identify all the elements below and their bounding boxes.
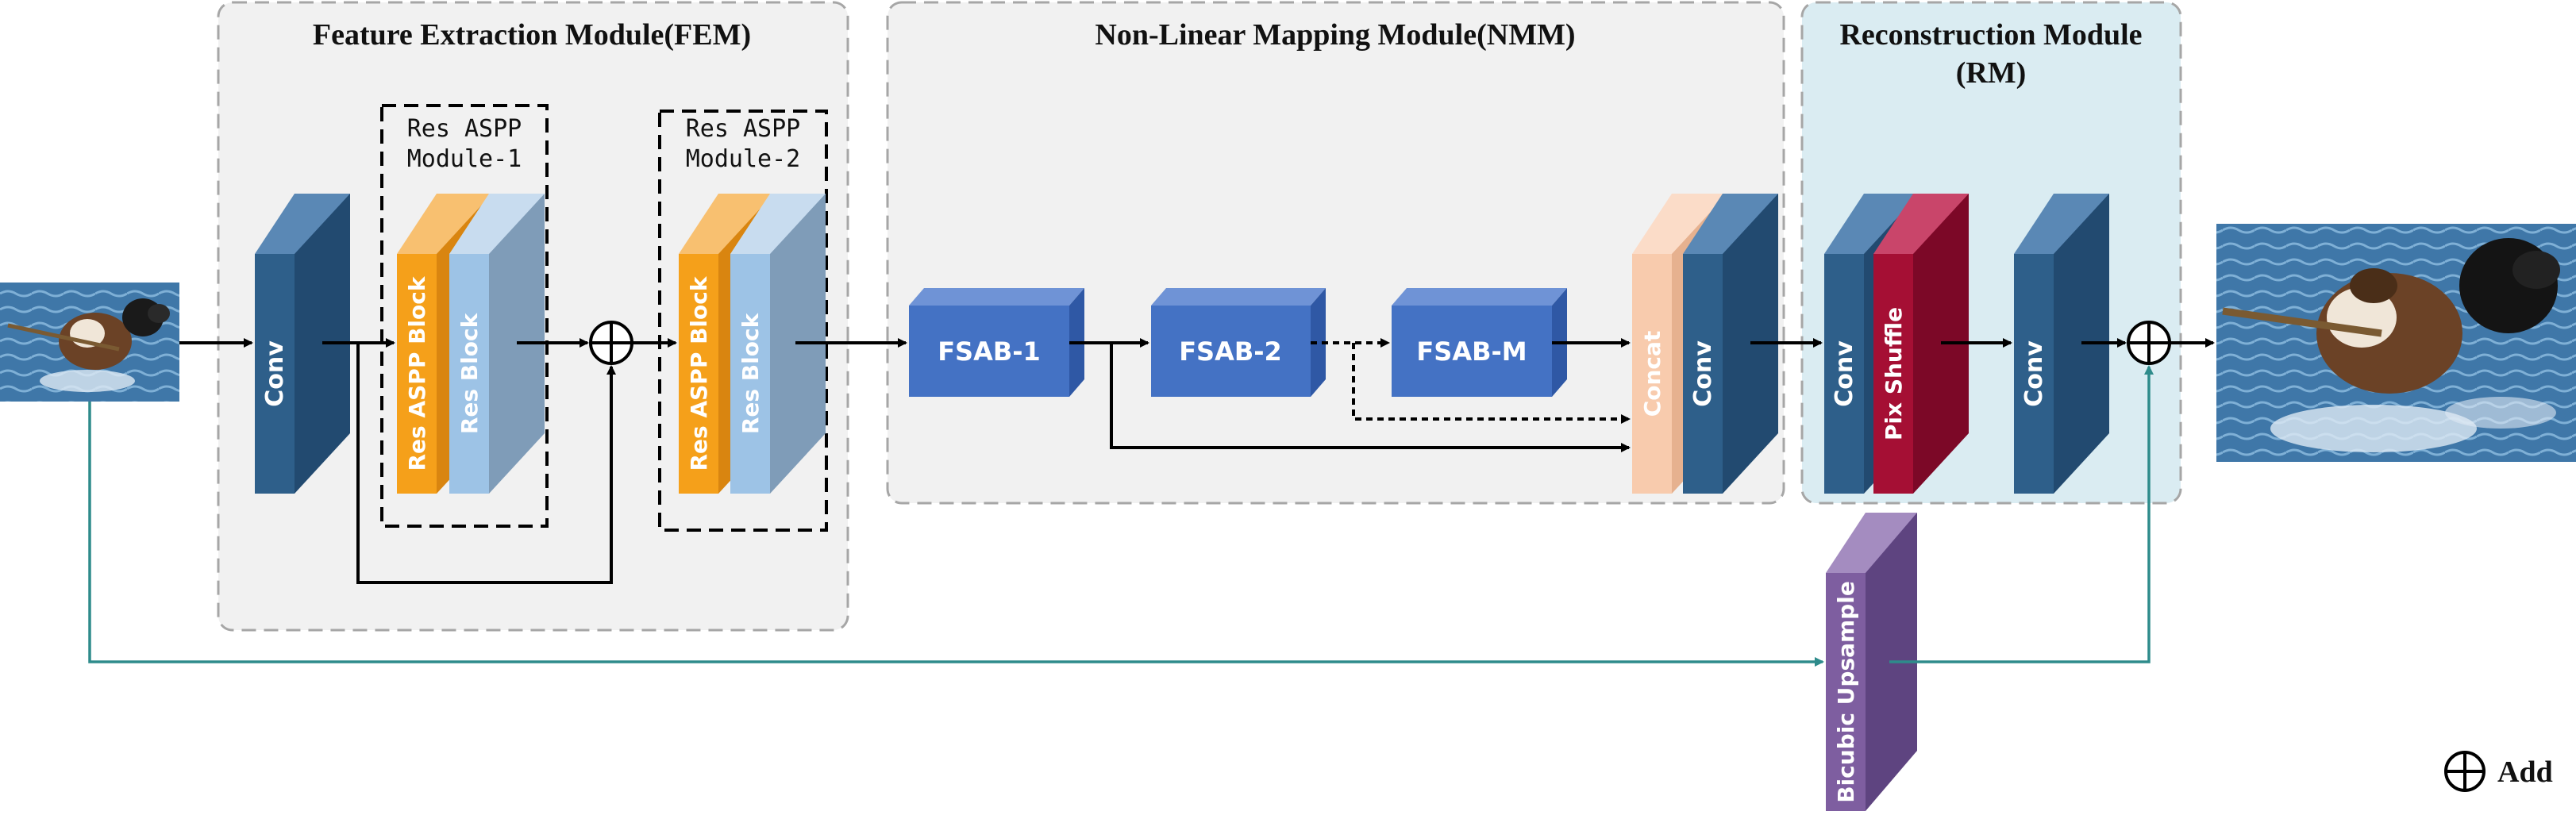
fem-add-node <box>589 321 633 365</box>
res-aspp-module-1-line2: Module-1 <box>407 145 522 173</box>
bicubic-upsample-label: Bicubic Upsample <box>1833 581 1859 803</box>
res-block-1-label: Res Block <box>456 312 483 434</box>
pix-shuffle-block: Pix Shuffle <box>1873 194 1969 494</box>
res-block-2-label: Res Block <box>737 312 764 434</box>
rm-title-line1: Reconstruction Module <box>1839 18 2142 52</box>
concat-label: Concat <box>1639 331 1665 417</box>
nmm-conv-label: Conv <box>1689 340 1717 407</box>
fem-skip-connection <box>356 343 616 584</box>
res-aspp-block-1-label: Res ASPP Block <box>404 275 430 471</box>
res-aspp-module-2-box <box>658 110 828 532</box>
res-aspp-module-1-box <box>380 104 549 528</box>
fsab-2-label: FSAB-2 <box>1179 336 1282 367</box>
fsab2-to-concat-dashed <box>1352 343 1631 424</box>
res-aspp-module-2-line2: Module-2 <box>686 145 801 173</box>
teal-connectors <box>88 365 2154 667</box>
rm-add-node <box>2127 321 2171 365</box>
fsab-m-block: FSAB-M <box>1392 288 1567 397</box>
connectors <box>179 338 2215 584</box>
legend-add-icon <box>2444 751 2486 792</box>
res-aspp-block-2-label: Res ASPP Block <box>686 275 712 471</box>
pix-shuffle-label: Pix Shuffle <box>1881 307 1907 440</box>
rm-conv-1-label: Conv <box>1831 340 1858 407</box>
res-aspp-module-2-line1: Res ASPP <box>686 115 801 143</box>
fsab-1-label: FSAB-1 <box>938 336 1041 367</box>
res-aspp-module-1-line1: Res ASPP <box>407 115 522 143</box>
rm-title-line2: (RM) <box>1956 56 2027 90</box>
bicubic-to-add <box>1889 365 2154 663</box>
fem-title: Feature Extraction Module(FEM) <box>313 18 751 52</box>
input-image <box>0 283 179 402</box>
input-to-bicubic <box>88 402 1824 667</box>
fsab-m-label: FSAB-M <box>1416 336 1527 367</box>
fsab-1-block: FSAB-1 <box>909 288 1084 397</box>
fem-conv-label: Conv <box>261 340 289 407</box>
legend: Add <box>2444 751 2553 792</box>
fsab1-to-concat <box>1110 343 1631 452</box>
nmm-title: Non-Linear Mapping Module(NMM) <box>1095 18 1575 52</box>
legend-add-label: Add <box>2497 755 2553 789</box>
fsab-2-block: FSAB-2 <box>1151 288 1326 397</box>
rm-conv-2-label: Conv <box>2020 340 2048 407</box>
output-image <box>2216 224 2576 462</box>
